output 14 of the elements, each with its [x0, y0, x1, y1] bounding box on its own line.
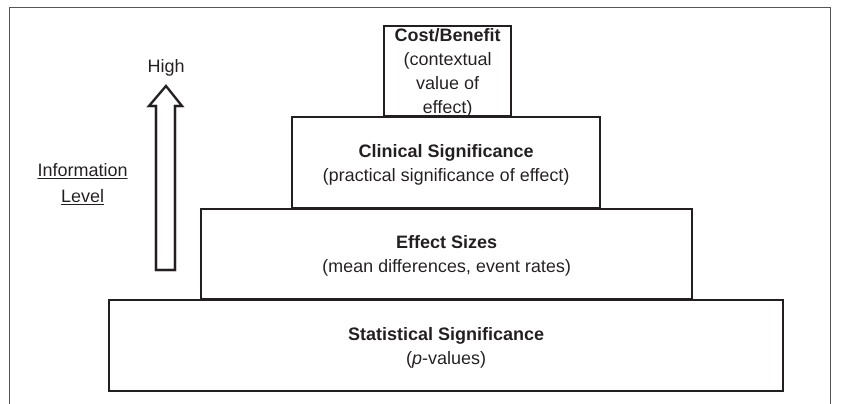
tier-title: Clinical Significance: [358, 140, 534, 162]
tier-description: (mean differences, event rates): [322, 255, 571, 278]
tier-description: (contextual value of effect): [402, 48, 493, 119]
tier-title: Cost/Benefit: [394, 24, 500, 47]
tier-box: [383, 25, 512, 117]
tier-title: Effect Sizes: [396, 231, 498, 254]
tier-description: (p-values): [406, 346, 486, 370]
tier-box: [200, 208, 693, 300]
tier-description: (practical significance of effect): [322, 164, 570, 186]
tier-title: Statistical Significance: [348, 322, 544, 346]
axis-label: Information Level: [36, 159, 129, 208]
tier-box: [108, 299, 784, 392]
axis-label: High: [146, 55, 186, 78]
tier-box: [291, 116, 601, 209]
